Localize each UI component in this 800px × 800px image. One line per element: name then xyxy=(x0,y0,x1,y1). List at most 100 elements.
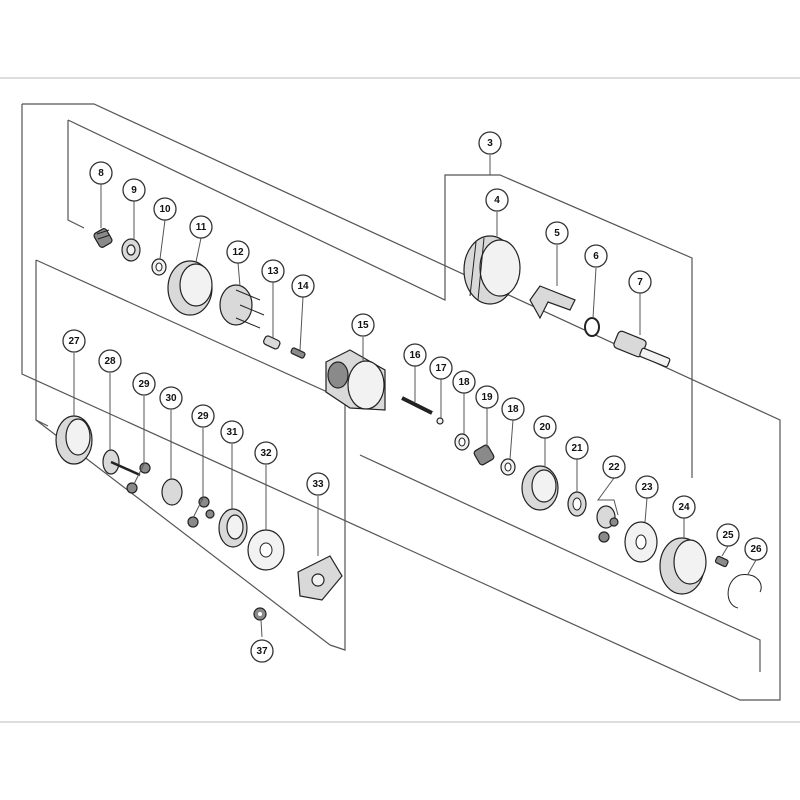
assembly-frame-upper xyxy=(67,120,85,229)
part-33-plate xyxy=(297,555,343,601)
part-21-washer xyxy=(567,491,587,517)
assembly-frame-lower-left xyxy=(35,260,49,427)
callout-number: 11 xyxy=(196,222,207,233)
part-31-ring xyxy=(218,508,248,548)
callout-17: 17 xyxy=(429,356,453,380)
part-23-washer xyxy=(624,521,658,563)
part-22-planet-gears xyxy=(596,505,619,543)
callout-number: 18 xyxy=(458,377,470,388)
callout-26: 26 xyxy=(744,537,768,561)
callout-circle xyxy=(189,215,213,239)
part-25-screw xyxy=(714,555,729,568)
callout-29: 29 xyxy=(191,404,215,428)
assembly-frame-bottom-right xyxy=(359,454,761,672)
callout-circle xyxy=(261,259,285,283)
callout-32: 32 xyxy=(254,441,278,465)
callout-circle xyxy=(452,370,476,394)
callout-circle xyxy=(89,161,113,185)
callout-29: 29 xyxy=(132,372,156,396)
part-6-oring xyxy=(584,317,600,337)
callout-37: 37 xyxy=(250,639,274,663)
callout-number: 25 xyxy=(722,530,734,541)
part-14-spring xyxy=(290,347,306,359)
callout-4: 4 xyxy=(485,188,509,212)
part-37-screw xyxy=(253,607,267,621)
part-28-spindle xyxy=(102,449,141,477)
callout-number: 28 xyxy=(104,356,116,367)
part-30-gear xyxy=(161,478,183,506)
callout-number: 15 xyxy=(357,320,369,331)
callout-14: 14 xyxy=(291,274,315,298)
part-11-ring-gear xyxy=(167,260,213,316)
callout-19: 19 xyxy=(475,385,499,409)
callout-number: 16 xyxy=(409,350,421,361)
callout-circle xyxy=(191,404,215,428)
callout-circle xyxy=(478,131,502,155)
callout-20: 20 xyxy=(533,415,557,439)
callout-15: 15 xyxy=(351,313,375,337)
part-7-shaft xyxy=(613,330,671,368)
callout-labels: 8910111213141516171819182021222324252634… xyxy=(62,131,768,663)
callout-circle xyxy=(716,523,740,547)
callout-number: 19 xyxy=(481,392,493,403)
callout-3: 3 xyxy=(478,131,502,155)
part-24-gear-case xyxy=(659,537,707,595)
callout-28: 28 xyxy=(98,349,122,373)
callout-circle xyxy=(545,221,569,245)
callout-circle xyxy=(628,270,652,294)
callout-12: 12 xyxy=(226,240,250,264)
part-9-nut xyxy=(121,238,141,262)
callout-number: 20 xyxy=(539,422,551,433)
part-8-spring xyxy=(93,228,113,248)
callout-circle xyxy=(220,420,244,444)
callout-number: 17 xyxy=(435,363,447,374)
part-18-washer-b xyxy=(500,458,516,476)
callout-30: 30 xyxy=(159,386,183,410)
callout-circle xyxy=(744,537,768,561)
part-18-washer-a xyxy=(454,433,470,451)
callout-24: 24 xyxy=(672,495,696,519)
part-29-rollers-b xyxy=(187,496,215,528)
callout-circle xyxy=(584,244,608,268)
callout-27: 27 xyxy=(62,329,86,353)
callout-circle xyxy=(351,313,375,337)
callout-circle xyxy=(533,415,557,439)
part-27-gear xyxy=(55,415,93,465)
callout-number: 18 xyxy=(507,404,519,415)
callout-number: 5 xyxy=(554,228,560,239)
callout-8: 8 xyxy=(89,161,113,185)
part-5-clip xyxy=(529,285,576,320)
callout-number: 3 xyxy=(487,138,493,149)
callout-number: 7 xyxy=(637,277,643,288)
part-16-rod xyxy=(401,396,433,415)
callout-circle xyxy=(635,475,659,499)
callout-number: 21 xyxy=(571,443,583,454)
part-12-carrier xyxy=(219,284,265,329)
callout-circle xyxy=(250,639,274,663)
callout-circle xyxy=(565,436,589,460)
callout-number: 13 xyxy=(267,266,279,277)
callout-number: 27 xyxy=(68,336,80,347)
callout-10: 10 xyxy=(153,197,177,221)
callout-11: 11 xyxy=(189,215,213,239)
callout-circle xyxy=(98,349,122,373)
callout-13: 13 xyxy=(261,259,285,283)
callout-number: 31 xyxy=(226,427,238,438)
callout-number: 10 xyxy=(159,204,171,215)
callout-number: 22 xyxy=(608,462,620,473)
callout-circle xyxy=(485,188,509,212)
callout-23: 23 xyxy=(635,475,659,499)
callout-circle xyxy=(159,386,183,410)
callout-circle xyxy=(672,495,696,519)
callout-7: 7 xyxy=(628,270,652,294)
callout-18: 18 xyxy=(452,370,476,394)
part-20-ring-gear xyxy=(521,465,559,511)
part-10-washer xyxy=(151,258,167,276)
callout-number: 37 xyxy=(256,646,268,657)
callout-circle xyxy=(501,397,525,421)
part-26-clip xyxy=(727,574,762,609)
callout-number: 12 xyxy=(232,247,244,258)
callout-21: 21 xyxy=(565,436,589,460)
